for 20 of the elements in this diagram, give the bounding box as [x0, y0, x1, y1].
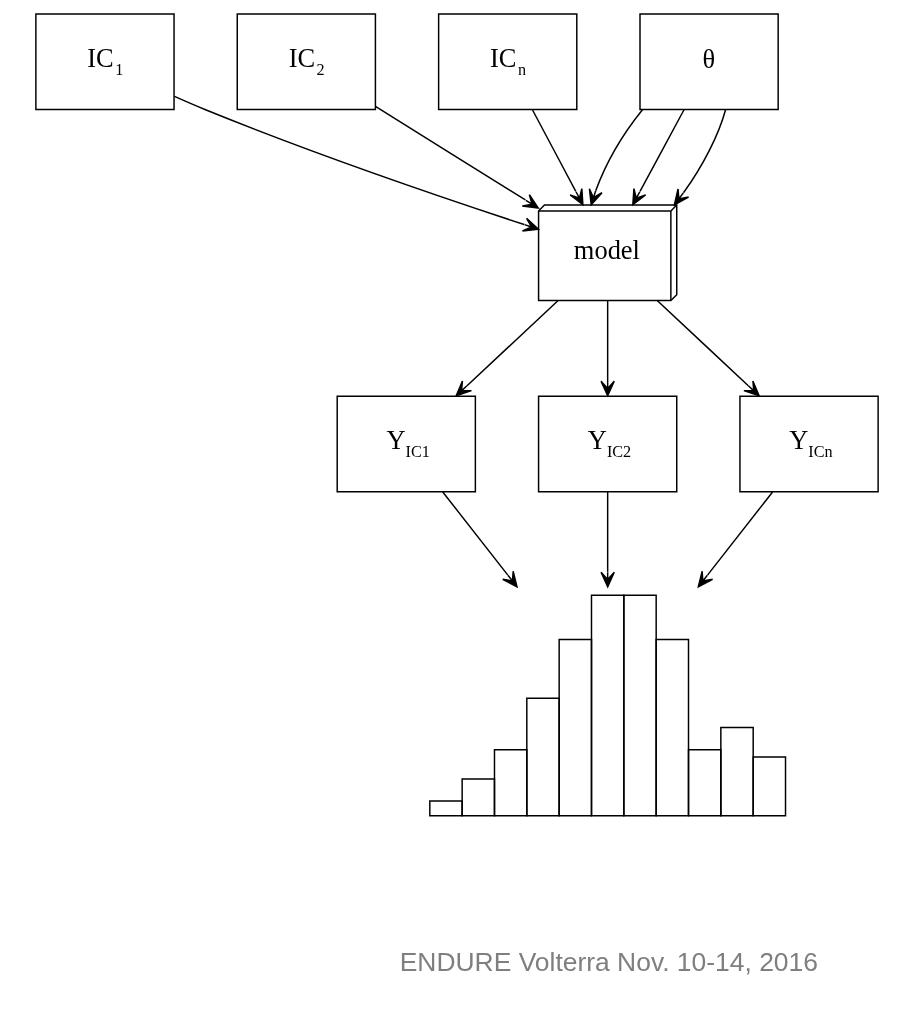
arrow	[656, 300, 760, 397]
arrow	[673, 109, 726, 206]
arrow	[441, 491, 518, 588]
node-box: Y$_{IC2}$	[537, 395, 677, 493]
node-box: IC$_{n}$	[437, 13, 578, 111]
node-box: IC$_{2}$	[236, 13, 376, 111]
arrow	[454, 300, 559, 397]
arrow	[599, 300, 615, 397]
label: ENDURE Volterra Nov. 10-14, 2016	[399, 946, 818, 977]
arrow	[697, 491, 773, 588]
arrow	[374, 105, 539, 209]
arrow	[173, 95, 539, 232]
node-box: Y$_{ICn}$	[738, 395, 879, 493]
node-box: Y$_{IC1}$	[335, 395, 476, 493]
arrow	[531, 109, 584, 206]
node-box: IC$_{1}$	[34, 13, 175, 111]
arrow	[631, 109, 685, 206]
node-box: θ	[638, 13, 779, 111]
arrow	[599, 491, 615, 588]
arrow	[588, 109, 643, 206]
